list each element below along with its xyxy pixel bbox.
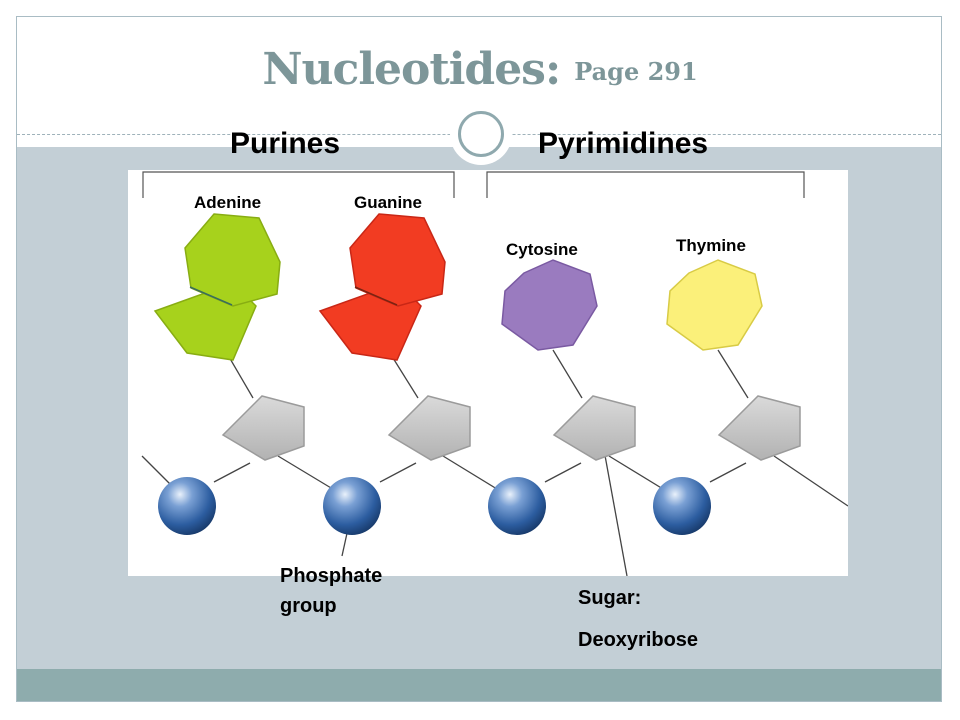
sugar-pentagon: [552, 395, 636, 461]
cytosine-label: Cytosine: [506, 240, 578, 259]
sugar-label-line2: Deoxyribose: [578, 629, 699, 651]
sugar-label-line1: Sugar:: [578, 587, 642, 609]
cytosine-base: [501, 259, 598, 351]
title-text: Nucleotides:: [262, 44, 561, 95]
sugar-pentagon: [387, 395, 471, 461]
phosphate-label-line2: group: [280, 595, 337, 617]
adenine-label: Adenine: [194, 193, 262, 212]
phosphate-sphere: [653, 477, 711, 535]
phosphate-label: Phosphate group: [280, 561, 382, 621]
purines-heading: Purines: [230, 127, 341, 160]
adenine-base: [153, 213, 281, 361]
phosphate-sphere: [158, 477, 216, 535]
nucleotide-diagram-panel: Adenine Guanine Cytosine Thymine: [128, 170, 848, 576]
phosphate-label-line1: Phosphate: [280, 565, 383, 587]
guanine-base: [318, 213, 446, 361]
slide-title: Nucleotides: Page 291: [0, 44, 960, 95]
phosphate-sphere: [488, 477, 546, 535]
footer-bar: [17, 669, 941, 701]
page-reference: Page 291: [574, 57, 698, 86]
thymine-label: Thymine: [676, 236, 746, 255]
backbone-lines: [141, 349, 848, 576]
divider-ring-icon: [450, 103, 512, 165]
purines-bracket: [142, 171, 455, 198]
phosphate-sphere: [323, 477, 381, 535]
nucleotide-diagram: [141, 171, 848, 576]
sugar-pentagon: [221, 395, 305, 461]
pyrimidines-bracket: [486, 171, 805, 198]
pyrimidines-heading: Pyrimidines: [538, 127, 709, 160]
thymine-base: [666, 259, 763, 351]
guanine-label: Guanine: [354, 193, 423, 212]
sugar-label: Sugar: Deoxyribose: [578, 583, 698, 655]
slide-frame: [16, 16, 942, 702]
sugar-pentagon: [717, 395, 801, 461]
